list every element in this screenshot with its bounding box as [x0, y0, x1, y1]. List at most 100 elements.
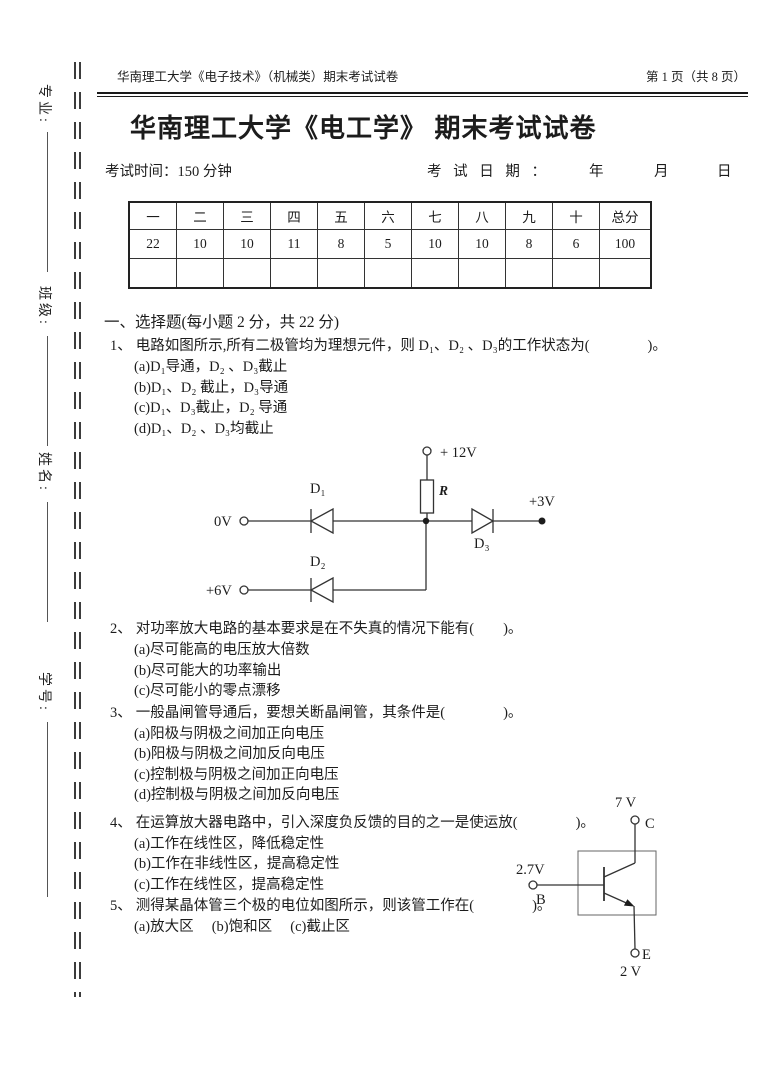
- diode-d2: [309, 576, 334, 604]
- score-empty-cell: [128, 258, 177, 289]
- score-header-cell: 七: [411, 201, 459, 230]
- question-list: 1、电路如图所示,所有二极管均为理想元件，则 D₁、D₂ 、D₃的工作状态为( …: [97, 336, 748, 938]
- score-value-cell: 100: [599, 229, 652, 259]
- question-2-option-b: (b)尽可能大的功率输出: [134, 662, 282, 679]
- question-3: 3、一般晶闸管导通后，要想关断晶闸管，其条件是( )。(a)阳极与阴极之间加正向…: [97, 703, 748, 806]
- question-text: 在运算放大器电路中，引入深度负反馈的目的之一是使运放( )。: [135, 814, 595, 831]
- score-value-cell: 10: [458, 229, 506, 259]
- exam-date-label: 考 试 日 期 ：: [427, 164, 550, 180]
- question-text: 对功率放大电路的基本要求是在不失真的情况下能有( )。: [135, 621, 523, 637]
- score-value-cell: 10: [176, 229, 224, 259]
- section-1-heading: 一、选择题(每小题 2 分，共 22 分): [104, 314, 340, 331]
- score-value-cell: 11: [270, 229, 318, 259]
- label-d2: D₂: [310, 554, 326, 570]
- score-header-cell: 四: [270, 201, 318, 230]
- question-1-option-a: (a)D₁导通，D₂ 、D₃截止: [134, 359, 288, 375]
- class-label: 班级:: [36, 286, 51, 327]
- page-number: 第 1 页（共 8 页）: [645, 70, 746, 84]
- question-3-option-c: (c)控制极与阴极之间加正向电压: [134, 766, 339, 783]
- question-1: 1、电路如图所示,所有二极管均为理想元件，则 D₁、D₂ 、D₃的工作状态为( …: [97, 336, 748, 439]
- question-3-option-d: (d)控制极与阴极之间加反向电压: [134, 787, 340, 803]
- diode-d3: [471, 507, 495, 535]
- score-header-cell: 九: [505, 201, 553, 230]
- question-2-option-a: (a)尽可能高的电压放大倍数: [134, 642, 310, 658]
- header-rule: [97, 92, 748, 97]
- paper-title: 华南理工大学《电工学》 期末考试试卷: [130, 114, 597, 143]
- question-number: 1、: [110, 338, 132, 354]
- date-day-unit: 日: [717, 164, 732, 180]
- score-empty-cell: [176, 258, 224, 289]
- question-4-option-a: (a)工作在线性区，降低稳定性: [134, 835, 325, 852]
- question-4-option-c: (c)工作在线性区，提高稳定性: [134, 876, 325, 893]
- score-table-row: 一二三四五六七八九十总分: [128, 201, 652, 230]
- score-value-cell: 5: [364, 229, 412, 259]
- question-3-stem: 3、一般晶闸管导通后，要想关断晶闸管，其条件是( )。: [97, 703, 748, 724]
- question-5: 5、测得某晶体管三个极的电位如图所示，则该管工作在( )。 (a)放大区 (b)饱…: [97, 896, 748, 938]
- label-e: E: [642, 947, 651, 963]
- label-12v: + 12V: [440, 445, 477, 461]
- score-table-row: [128, 258, 652, 289]
- student-id-label: 学号:: [36, 672, 51, 713]
- date-month-unit: 月: [654, 164, 669, 180]
- paper-content: 华南理工大学《电子技术》（机械类）期末考试试卷 第 1 页（共 8 页） 华南理…: [97, 60, 748, 980]
- question-2-option-c: (c)尽可能小的零点漂移: [134, 683, 281, 699]
- label-emitter-voltage: 2 V: [620, 964, 642, 980]
- score-empty-cell: [317, 258, 365, 289]
- major-blank-line: [47, 132, 48, 272]
- name-blank-line: [47, 502, 48, 622]
- question-number: 4、: [110, 814, 132, 831]
- question-1-option-c: (c)D₁、D₃截止，D₂ 导通: [134, 400, 288, 416]
- label-6v: +6V: [206, 583, 232, 599]
- score-empty-cell: [223, 258, 271, 289]
- question-1-option-d: (d)D₁、D₂ 、D₃均截止: [134, 420, 274, 437]
- header-course-title: 华南理工大学《电子技术》（机械类）期末考试试卷: [117, 70, 399, 84]
- terminal-3v: [538, 517, 546, 525]
- label-0v: 0V: [214, 514, 232, 530]
- question-1-option-b: (b)D₁、D₂ 截止，D₃导通: [134, 379, 289, 396]
- score-empty-cell: [505, 258, 553, 289]
- label-d3: D₃: [474, 536, 490, 552]
- score-value-cell: 10: [411, 229, 459, 259]
- class-blank-line: [47, 336, 48, 446]
- label-3v: +3V: [529, 494, 555, 510]
- label-r: R: [438, 483, 448, 498]
- question-5-stem: 5、测得某晶体管三个极的电位如图所示，则该管工作在( )。: [97, 896, 748, 917]
- page-header: 华南理工大学《电子技术》（机械类）期末考试试卷 第 1 页（共 8 页）: [97, 60, 748, 92]
- question-5-option-a: (a)放大区 (b)饱和区 (c)截止区: [134, 919, 350, 935]
- question-number: 3、: [110, 704, 132, 721]
- question-4-option-b: (b)工作在非线性区，提高稳定性: [134, 856, 340, 872]
- question-number: 5、: [110, 898, 132, 914]
- question-number: 2、: [110, 621, 132, 637]
- question-2: 2、对功率放大电路的基本要求是在不失真的情况下能有( )。 (a)尽可能高的电压放…: [97, 619, 748, 702]
- score-header-cell: 总分: [599, 201, 652, 230]
- score-empty-cell: [458, 258, 506, 289]
- question-text: 电路如图所示,所有二极管均为理想元件，则 D₁、D₂ 、D₃的工作状态为( )。: [135, 338, 667, 354]
- score-value-cell: 8: [505, 229, 553, 259]
- score-empty-cell: [411, 258, 459, 289]
- score-empty-cell: [552, 258, 600, 289]
- exam-time: 考试时间：150 分钟: [105, 164, 232, 180]
- score-empty-cell: [270, 258, 318, 289]
- score-value-cell: 6: [552, 229, 600, 259]
- question-2-stem: 2、对功率放大电路的基本要求是在不失真的情况下能有( )。: [97, 619, 748, 640]
- terminal-0v: [239, 516, 249, 526]
- question-text: 测得某晶体管三个极的电位如图所示，则该管工作在( )。: [135, 898, 552, 914]
- emitter-terminal: [630, 948, 640, 958]
- score-value-cell: 22: [128, 229, 177, 259]
- question-4: 4、在运算放大器电路中，引入深度负反馈的目的之一是使运放( )。(a)工作在线性…: [97, 813, 748, 896]
- question-4-stem: 4、在运算放大器电路中，引入深度负反馈的目的之一是使运放( )。: [97, 813, 748, 834]
- question-3-option-a: (a)阳极与阴极之间加正向电压: [134, 725, 325, 742]
- name-label: 姓名:: [36, 452, 51, 493]
- question-text: 一般晶闸管导通后，要想关断晶闸管，其条件是( )。: [135, 704, 523, 721]
- diode-d1: [309, 507, 334, 535]
- score-header-cell: 二: [176, 201, 224, 230]
- score-header-cell: 五: [317, 201, 365, 230]
- date-year-unit: 年: [589, 164, 604, 180]
- junction-node: [422, 517, 430, 525]
- exam-info-row: 考试时间：150 分钟 考 试 日 期 ： 年 月 日: [97, 160, 748, 184]
- resistor-r: [419, 479, 435, 514]
- score-header-cell: 一: [128, 201, 177, 230]
